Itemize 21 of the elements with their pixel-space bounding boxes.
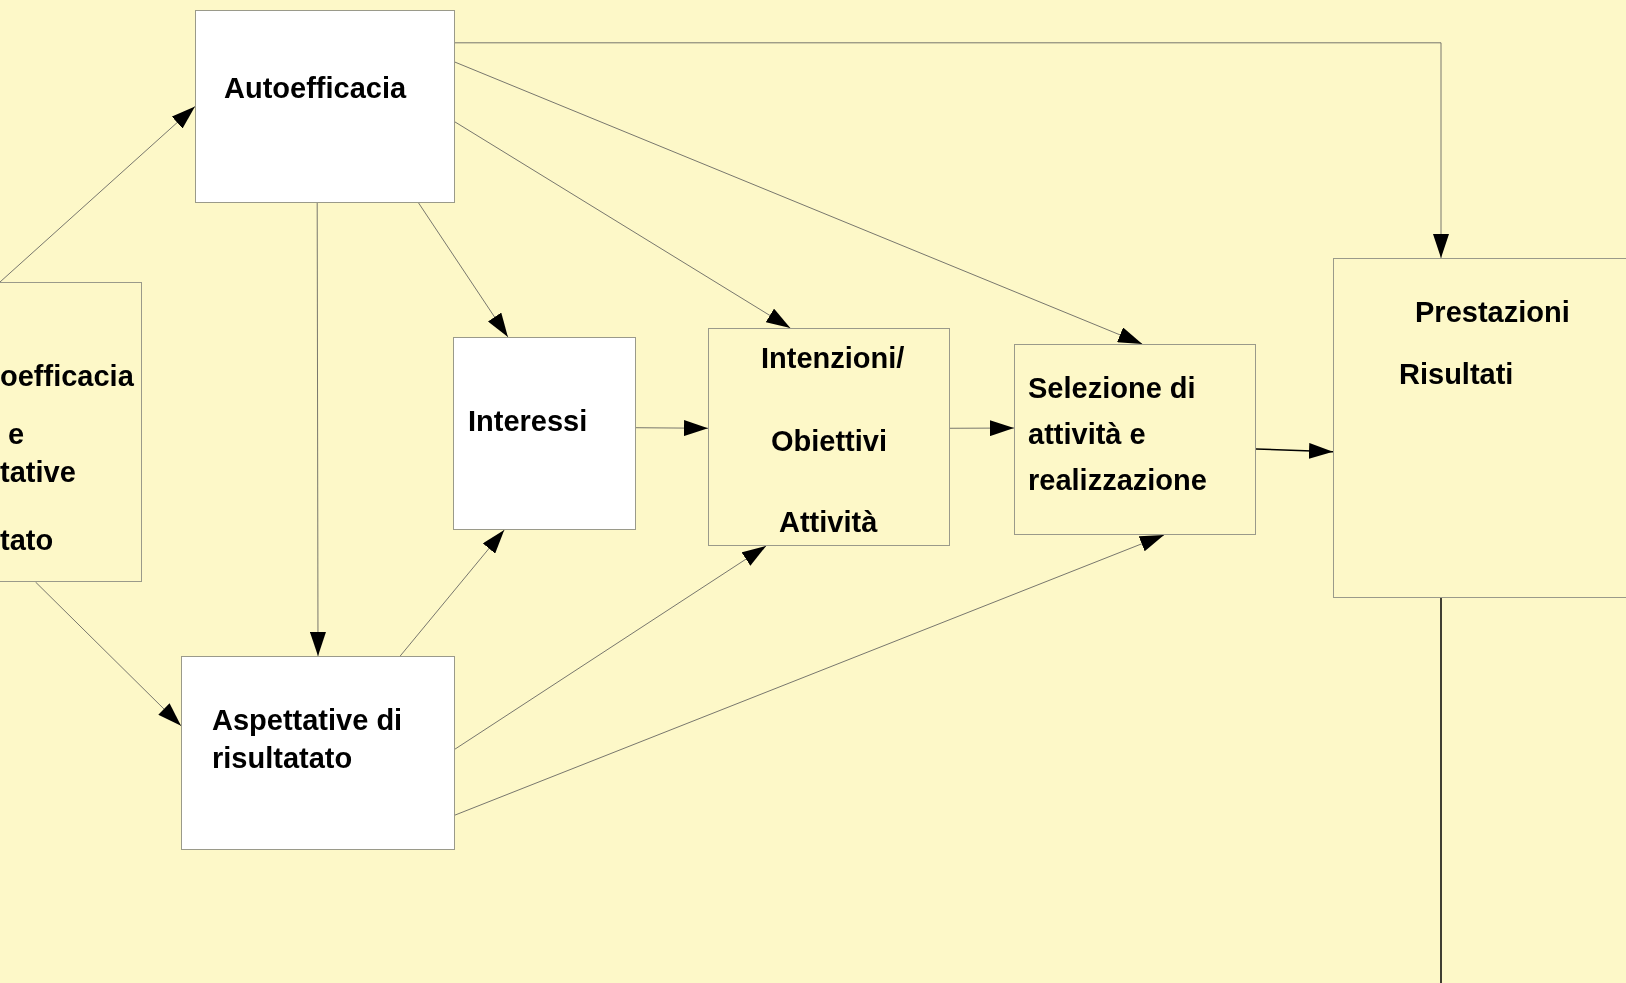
box-label: Autoefficacia	[224, 71, 407, 105]
box-label: Aspettative di risultatato	[212, 703, 404, 776]
concept-box	[708, 328, 950, 546]
concept-box	[453, 337, 636, 530]
box-label: Prestazioni	[1415, 295, 1570, 329]
concept-box	[0, 282, 142, 582]
box-label: Risultati	[1399, 357, 1514, 391]
concept-box	[1333, 258, 1626, 598]
box-label: Interessi	[468, 404, 588, 438]
concept-box	[195, 10, 455, 203]
concept-box	[181, 656, 455, 850]
arrow	[1255, 442, 1334, 459]
box-label: tato	[0, 523, 54, 557]
box-label: Intenzioni/	[761, 341, 905, 375]
box-label: Obiettivi	[771, 424, 887, 458]
concept-box	[1014, 344, 1256, 535]
box-label: Attività	[779, 505, 878, 539]
box-label: e	[8, 417, 25, 451]
box-label: tative	[0, 455, 76, 489]
box-label: oefficacia	[0, 359, 134, 393]
box-label: Selezione di attività e realizzazione	[1028, 371, 1208, 498]
